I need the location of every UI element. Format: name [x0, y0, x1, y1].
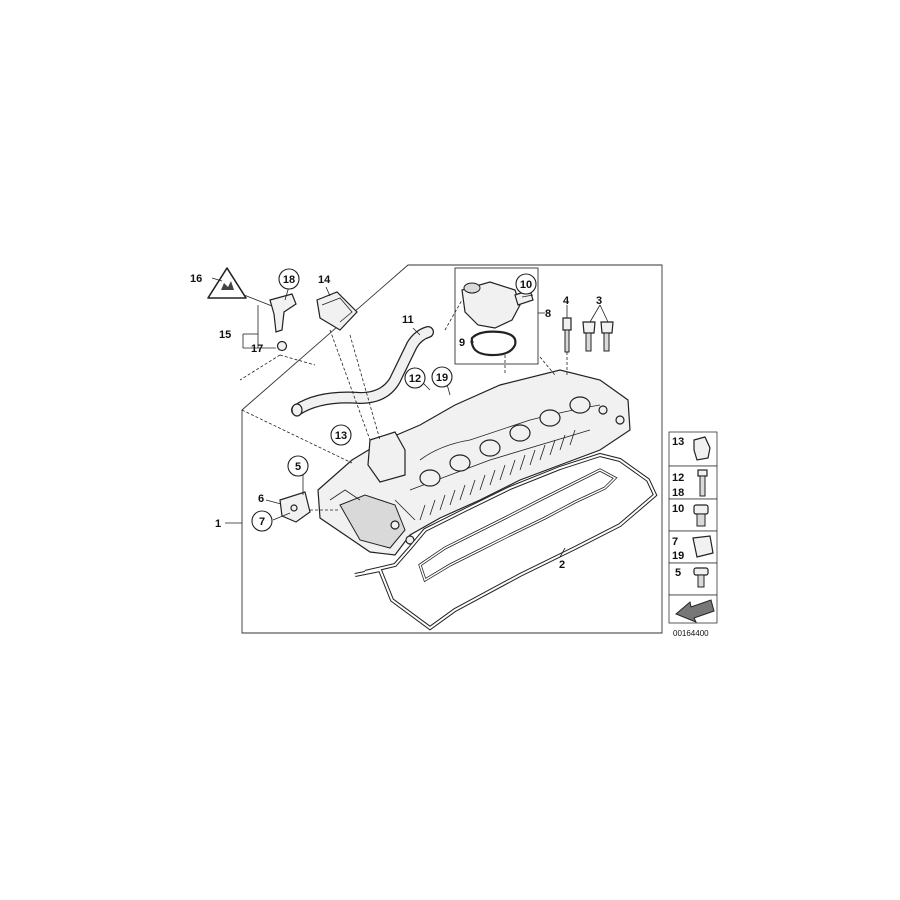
legend-19: 19: [672, 550, 684, 562]
camshaft-sensor[interactable]: [269, 293, 297, 352]
callout-18: 18: [278, 268, 300, 290]
callout-3: 3: [596, 295, 602, 307]
callout-19: 19: [431, 366, 453, 388]
callout-9: 9: [459, 337, 465, 349]
svg-text:18: 18: [283, 274, 295, 286]
callout-8: 8: [545, 308, 551, 320]
stud-bolt-icon: [697, 469, 708, 497]
legend-12: 12: [672, 472, 684, 484]
callout-4: 4: [563, 295, 570, 307]
svg-text:12: 12: [409, 373, 421, 385]
cover-cap[interactable]: [316, 291, 358, 331]
legend-18: 18: [672, 487, 684, 499]
callout-12: 12: [404, 367, 426, 389]
warning-label[interactable]: [207, 267, 247, 299]
callout-15: 15: [219, 329, 231, 341]
temperature-sensor-3b[interactable]: [600, 321, 614, 352]
valve-cover-gasket[interactable]: [354, 452, 658, 631]
vent-hose[interactable]: [291, 326, 434, 417]
svg-text:5: 5: [295, 461, 301, 473]
callout-7: 7: [251, 510, 273, 532]
callout-13: 13: [330, 424, 352, 446]
legend-7: 7: [672, 536, 678, 548]
bracket[interactable]: [279, 491, 311, 523]
legend-5: 5: [675, 567, 681, 579]
callout-2: 2: [559, 559, 565, 571]
oil-separator-frame: [454, 267, 539, 365]
hardware-legend: 13 12 18 10 7 19 5: [668, 431, 718, 624]
oil-separator[interactable]: [461, 281, 534, 329]
screw-icon: [693, 567, 709, 588]
valve-cover[interactable]: [317, 369, 631, 556]
callout-11: 11: [402, 314, 414, 326]
legend-13: 13: [672, 436, 684, 448]
callout-5: 5: [287, 455, 309, 477]
callout-1: 1: [215, 518, 221, 530]
svg-text:10: 10: [520, 279, 532, 291]
callout-6: 6: [258, 493, 264, 505]
clip-nut-icon: [693, 436, 711, 461]
temperature-sensor-3a[interactable]: [582, 321, 596, 352]
hex-bolt-icon: [693, 504, 709, 527]
callout-16: 16: [190, 273, 202, 285]
callout-14: 14: [318, 274, 331, 286]
dashed-leader-lines: [239, 299, 568, 511]
spring-nut-icon: [692, 535, 714, 558]
direction-arrow-icon: [675, 599, 715, 623]
diagram-code: 00164400: [673, 629, 709, 638]
svg-text:19: 19: [436, 372, 448, 384]
temperature-sensor-4[interactable]: [562, 317, 572, 353]
svg-text:13: 13: [335, 430, 347, 442]
callout-17: 17: [251, 343, 263, 355]
assembly-frame: [241, 264, 663, 634]
separator-gasket[interactable]: [470, 330, 517, 357]
legend-10: 10: [672, 503, 684, 515]
callout-10: 10: [515, 273, 537, 295]
svg-text:7: 7: [259, 516, 265, 528]
